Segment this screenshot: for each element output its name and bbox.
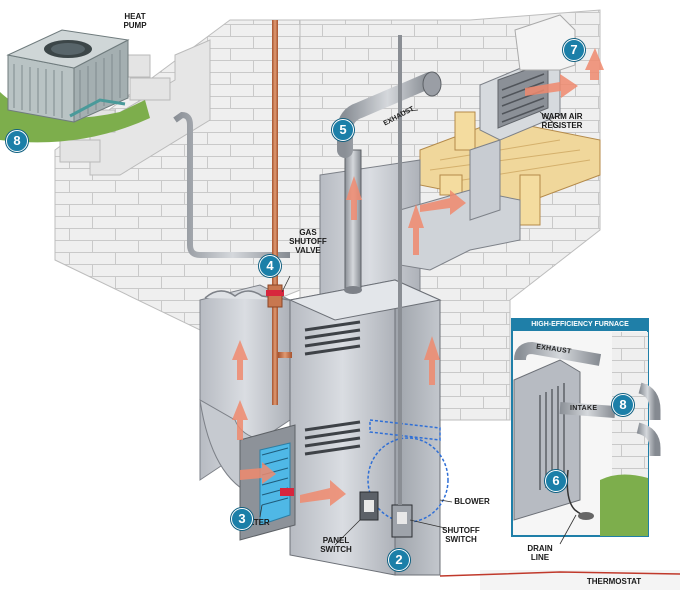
callout-drain: 6 (545, 470, 567, 492)
callout-heat-pump: 8 (6, 130, 28, 152)
label-shutoff-switch: SHUTOFF SWITCH (442, 526, 480, 544)
callout-exhaust: 5 (332, 119, 354, 141)
airflow-arrow-icon (300, 480, 346, 506)
label-drain-line: DRAIN LINE (527, 544, 553, 562)
label-heat-pump: HEAT PUMP (123, 12, 147, 30)
thermostat-strip (439, 570, 680, 590)
furnace-cabinet (239, 279, 449, 576)
airflow-arrow-icon (232, 340, 248, 380)
airflow-arrow-icon (408, 204, 424, 255)
inset-title: HIGH-EFFICIENCY FURNACE (531, 321, 629, 328)
callout-gas-valve: 4 (259, 255, 281, 277)
refrigerant-line (173, 111, 290, 258)
airflow-arrow-icon (232, 400, 248, 440)
inset-intake-tag: INTAKE (570, 405, 598, 412)
leader-lines (259, 109, 577, 546)
label-panel-switch: PANEL SWITCH (320, 536, 352, 554)
callout-shutoff-switch: 2 (388, 549, 410, 571)
airflow-arrow-icon (346, 176, 362, 220)
airflow-arrow-icon (420, 190, 466, 215)
label-warm-air-register: WARM AIR REGISTER (541, 112, 583, 130)
airflow-arrow-icon (525, 74, 578, 98)
label-filter: FILTER (242, 518, 270, 527)
airflow-arrow-icon (240, 462, 276, 484)
high-efficiency-inset (511, 318, 661, 537)
label-gas-shutoff-valve: GAS SHUTOFF VALVE (289, 228, 327, 255)
floor-joist (419, 111, 601, 226)
callout-inset-pipes: 8 (612, 394, 634, 416)
callout-filter: 3 (231, 508, 253, 530)
heat-pump-unit (0, 29, 150, 143)
label-thermostat: THERMOSTAT (586, 577, 642, 586)
airflow-arrow-icon (424, 336, 440, 385)
electrical-conduit (398, 35, 402, 505)
label-blower: BLOWER (454, 497, 490, 506)
gas-line (266, 20, 292, 405)
airflow-arrow-icon (585, 48, 604, 80)
callout-register: 7 (563, 39, 585, 61)
